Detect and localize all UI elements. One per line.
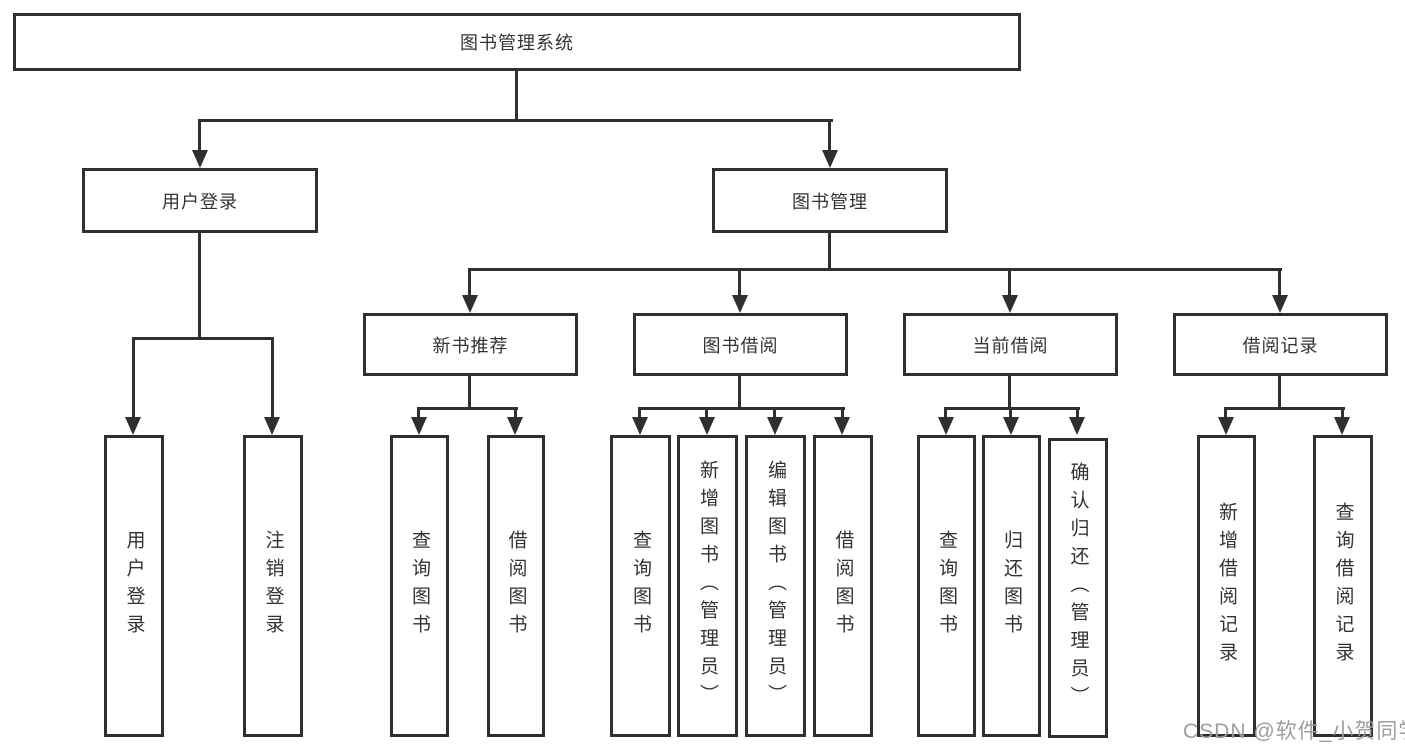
connector-arrow-shaft [132,337,135,420]
connector-arrow-shaft [514,407,517,421]
connector-leaf-bar [1224,407,1345,410]
leaf-query-books-borrow: 查询图书 [610,435,671,737]
connector-group-drop [1278,376,1281,410]
connector-arrow-shaft [1278,268,1281,298]
arrow-down-icon [264,417,280,435]
arrow-down-icon [632,417,648,435]
arrow-down-icon [1002,295,1018,313]
connector-user-login-drop [198,233,201,339]
connector-arrow-shaft [738,268,741,298]
connector-arrow-shaft [773,407,776,421]
connector-level3-bar [468,268,1282,271]
leaf-query-books-current: 查询图书 [917,435,976,737]
arrow-down-icon [834,417,850,435]
arrow-down-icon [822,150,838,168]
connector-arrow-shaft [271,337,274,420]
connector-group-drop [738,376,741,410]
leaf-confirm-return-admin: 确认归还（管理员） [1048,438,1108,738]
node-new-book-recommend: 新书推荐 [363,313,578,376]
connector-group-drop [1008,376,1011,410]
leaf-edit-book-admin: 编辑图书（管理员） [745,435,806,737]
connector-arrow-shaft [705,407,708,421]
connector-book-mgmt-drop [828,233,831,270]
arrow-down-icon [192,150,208,168]
connector-leaf-bar [639,407,845,410]
connector-root-drop [515,70,518,122]
connector-arrow-shaft [1076,407,1079,421]
arrow-down-icon [767,417,783,435]
arrow-down-icon [732,295,748,313]
arrow-down-icon [507,417,523,435]
leaf-query-books-recommend: 查询图书 [390,435,449,737]
leaf-logout: 注销登录 [243,435,303,737]
leaf-user-login: 用户登录 [104,435,164,737]
connector-arrow-shaft [1008,268,1011,298]
connector-leaf-bar [418,407,518,410]
connector-arrow-shaft [828,121,831,153]
arrow-down-icon [1334,417,1350,435]
connector-arrow-shaft [1009,407,1012,421]
arrow-down-icon [125,417,141,435]
node-user-login: 用户登录 [82,168,318,233]
leaf-add-borrow-record: 新增借阅记录 [1197,435,1256,737]
arrow-down-icon [1218,417,1234,435]
node-book-management: 图书管理 [712,168,948,233]
node-borrow-records: 借阅记录 [1173,313,1388,376]
arrow-down-icon [699,417,715,435]
connector-arrow-shaft [1341,407,1344,421]
node-book-borrow: 图书借阅 [633,313,848,376]
watermark: CSDN @软件_小贺同学 [1183,720,1405,743]
connector-arrow-shaft [944,407,947,421]
connector-arrow-shaft [417,407,420,421]
connector-arrow-shaft [1224,407,1227,421]
connector-level2-bar [198,119,833,122]
node-current-borrow: 当前借阅 [903,313,1118,376]
leaf-borrow-books-recommend: 借阅图书 [487,435,545,737]
arrow-down-icon [1069,417,1085,435]
connector-arrow-shaft [841,407,844,421]
node-root: 图书管理系统 [13,13,1021,71]
arrow-down-icon [1272,295,1288,313]
arrow-down-icon [1003,417,1019,435]
arrow-down-icon [411,417,427,435]
connector-arrow-shaft [198,121,201,153]
leaf-add-book-admin: 新增图书（管理员） [677,435,738,737]
connector-user-leaf-bar [132,337,274,340]
connector-arrow-shaft [638,407,641,421]
arrow-down-icon [938,417,954,435]
connector-group-drop [468,376,471,410]
connector-leaf-bar [944,407,1080,410]
leaf-return-book: 归还图书 [982,435,1041,737]
arrow-down-icon [462,295,478,313]
leaf-borrow-books: 借阅图书 [813,435,873,737]
leaf-query-borrow-record: 查询借阅记录 [1313,435,1373,737]
connector-arrow-shaft [468,268,471,298]
